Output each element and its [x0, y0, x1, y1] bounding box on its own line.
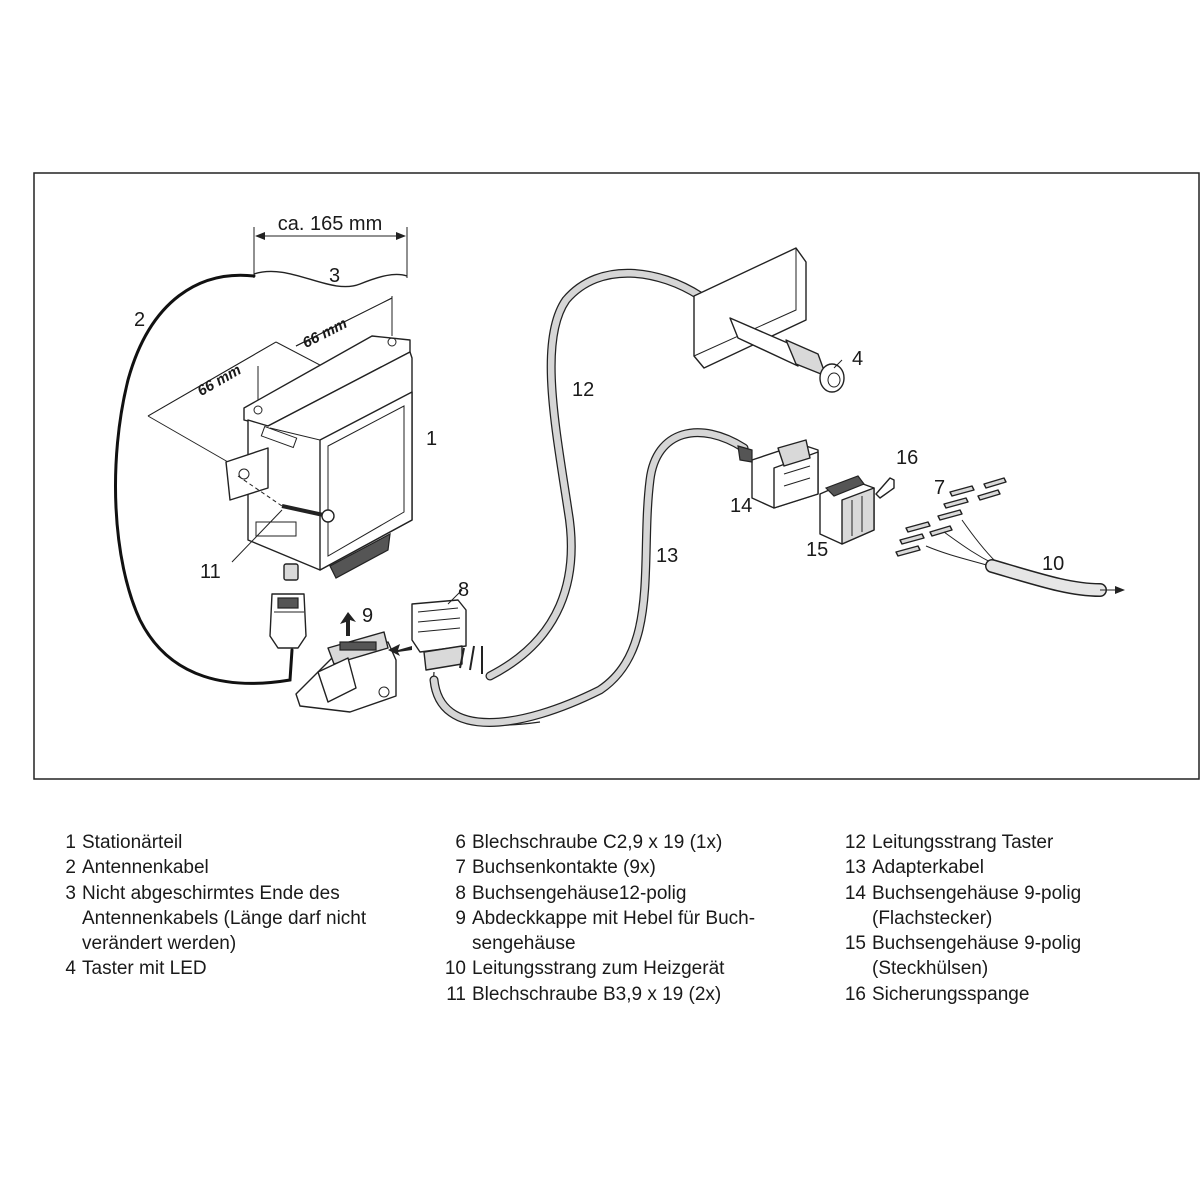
safety-clip: [875, 477, 895, 499]
callout-8: 8: [458, 579, 469, 601]
legend-item: 11 Blechschraube B3,9 x 19 (2x): [440, 982, 820, 1007]
legend-item-text: Buchsengehäuse 9-polig (Flachstecker): [872, 882, 1082, 929]
legend-item-text: Sicherungsspange: [872, 983, 1030, 1005]
legend-item-text: Abdeckkappe mit Hebel für Buch- sengehäu…: [472, 907, 756, 955]
leader-lines: [231, 359, 843, 605]
legend-item-text: Leitungsstrang zum Heizgerät: [472, 958, 725, 980]
parts-legend: 1 Stationärteil 2 Antennenkabel 3 Nicht abges…: [0, 830, 1200, 1030]
callout-7: 7: [934, 477, 945, 499]
legend-item: 6 Blechschraube C2,9 x 19 (1x): [440, 830, 820, 855]
legend-item: 4 Taster mit LED: [50, 956, 410, 981]
push-button-with-led: [729, 317, 845, 393]
callout-1: 1: [426, 428, 437, 450]
callout-3: 3: [329, 265, 340, 287]
socket-contacts: [895, 477, 1007, 557]
legend-item-text: Adapterkabel: [872, 857, 984, 879]
legend-item-number: 16: [844, 983, 866, 1005]
legend-column-2: 6 Blechschraube C2,9 x 19 (1x) 7 Buchsenkon…: [440, 830, 820, 1007]
legend-item: 1 Stationärteil: [50, 830, 410, 855]
socket-housing-9-pin-flat: [737, 439, 819, 509]
legend-item: 7 Buchsenkontakte (9x): [440, 855, 820, 880]
callout-2: 2: [134, 309, 145, 331]
legend-item: 9 Abdeckkappe mit Hebel für Buch- sengehä…: [440, 906, 820, 957]
callout-numbers: 1 2 3 4 7 8 9 10 11 12 13 14 15 16: [134, 265, 1064, 627]
legend-item-text: Buchsenkontakte (9x): [472, 857, 656, 879]
legend-column-1: 1 Stationärteil 2 Antennenkabel 3 Nicht abges…: [50, 830, 410, 982]
unshielded-cable-end: [253, 270, 408, 288]
legend-item-number: 12: [844, 832, 866, 853]
legend-item-text: Stationärteil: [82, 832, 183, 853]
harness-push-button: [485, 268, 705, 681]
legend-item-text: Taster mit LED: [82, 958, 207, 980]
harness-to-heater: [925, 519, 1125, 597]
legend-item-text: Buchsengehäuse 9-polig (Steckhülsen): [872, 933, 1082, 980]
legend-item: 16 Sicherungsspange: [840, 982, 1180, 1007]
legend-item-number: 15: [844, 933, 866, 955]
callout-16: 16: [896, 447, 918, 469]
callout-4: 4: [852, 348, 863, 370]
legend-item-number: 11: [446, 983, 466, 1005]
callout-10: 10: [1042, 553, 1064, 575]
small-contacts: [459, 645, 483, 674]
legend-item: 14 Buchsengehäuse 9-polig (Flachstecker): [840, 881, 1180, 932]
legend-item-number: 8: [455, 882, 466, 904]
callout-12: 12: [572, 379, 594, 401]
legend-item-text: Buchsengehäuse12-polig: [472, 882, 687, 904]
legend-item: 2 Antennenkabel: [50, 855, 410, 880]
adapter-cable: [429, 428, 749, 727]
hole-spacing-2-label: 66 mm: [300, 315, 350, 352]
callout-9: 9: [362, 605, 373, 627]
legend-item: 15 Buchsengehäuse 9-polig (Steckhülsen): [840, 931, 1180, 982]
legend-item-text: Blechschraube C2,9 x 19 (1x): [472, 832, 723, 853]
socket-housing-9-pin-sleeve: [819, 475, 875, 545]
legend-item: 8 Buchsengehäuse12-polig: [440, 881, 820, 906]
legend-item-text: Blechschraube B3,9 x 19 (2x): [472, 983, 722, 1005]
callout-11: 11: [200, 561, 221, 583]
legend-item-number: 10: [444, 958, 466, 980]
stationary-unit: [225, 335, 413, 581]
legend-item-text: Nicht abgeschirmtes Ende des Antennenkab…: [82, 882, 367, 955]
legend-item-number: 9: [455, 907, 466, 929]
antenna-cable: [114, 273, 294, 685]
legend-item-number: 7: [455, 857, 466, 879]
socket-housing-12-pin: [388, 599, 467, 671]
cable-length-label: ca. 165 mm: [278, 213, 382, 235]
callout-15: 15: [806, 539, 828, 561]
legend-item-text: Leitungsstrang Taster: [872, 832, 1054, 853]
callout-13: 13: [656, 545, 678, 567]
legend-item-number: 2: [65, 857, 76, 879]
hole-spacing-1-label: 66 mm: [195, 361, 245, 399]
legend-item-text: Antennenkabel: [82, 857, 209, 879]
installation-diagram: ca. 165 mm 66 mm 66 mm: [33, 172, 1200, 780]
cover-cap-with-lever: [295, 612, 397, 713]
diagram-frame: [33, 172, 1200, 780]
cable-length-dimension: ca. 165 mm: [253, 213, 408, 278]
legend-item: 10 Leitungsstrang zum Heizgerät: [440, 956, 820, 981]
legend-item-number: 1: [65, 832, 76, 853]
legend-item-number: 4: [65, 958, 76, 980]
legend-item-number: 14: [844, 882, 866, 904]
legend-item: 3 Nicht abgeschirmtes Ende des Antennenka…: [50, 881, 410, 957]
callout-14: 14: [730, 495, 752, 517]
legend-item: 13 Adapterkabel: [840, 855, 1180, 880]
legend-item: 12 Leitungsstrang Taster: [840, 830, 1180, 855]
legend-item-number: 6: [455, 832, 466, 853]
legend-item-number: 13: [844, 857, 866, 879]
legend-item-number: 3: [65, 882, 76, 904]
mounting-panel: [693, 247, 807, 369]
antenna-plug: [269, 593, 307, 649]
